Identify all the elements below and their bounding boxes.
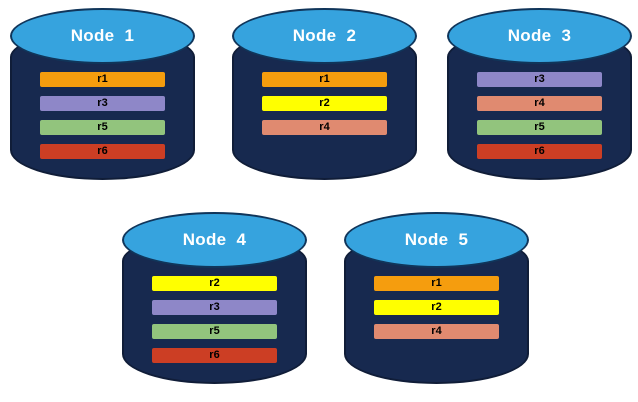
database-node-2[interactable]: Node 2 r1 r2 r4 (232, 8, 417, 190)
replica-bar[interactable]: r1 (40, 72, 165, 87)
replica-list: r1 r3 r5 r6 (10, 64, 195, 159)
replica-list: r2 r3 r5 r6 (122, 268, 307, 363)
replica-bar[interactable]: r5 (152, 324, 277, 339)
replica-bar[interactable]: r2 (152, 276, 277, 291)
cylinder-top-icon (232, 8, 417, 64)
replica-bar[interactable]: r6 (40, 144, 165, 159)
replica-bar[interactable]: r3 (40, 96, 165, 111)
node-label: Node 4 (182, 230, 247, 249)
replica-bar[interactable]: r6 (152, 348, 277, 363)
replica-bar[interactable]: r4 (262, 120, 387, 135)
cylinder-top-icon (344, 212, 529, 268)
replica-list: r1 r2 r4 (232, 64, 417, 135)
node-label: Node 1 (70, 26, 135, 45)
replica-bar[interactable]: r4 (374, 324, 499, 339)
replica-bar[interactable]: r4 (477, 96, 602, 111)
replica-bar[interactable]: r3 (152, 300, 277, 315)
database-node-3[interactable]: Node 3 r3 r4 r5 r6 (447, 8, 632, 190)
node-label: Node 3 (507, 26, 572, 45)
replica-bar[interactable]: r1 (262, 72, 387, 87)
database-node-1[interactable]: Node 1 r1 r3 r5 r6 (10, 8, 195, 190)
cylinder-top-icon (10, 8, 195, 64)
cylinder-top-icon (447, 8, 632, 64)
cylinder-top-icon (122, 212, 307, 268)
database-node-5[interactable]: Node 5 r1 r2 r4 (344, 212, 529, 394)
node-label: Node 2 (292, 26, 357, 45)
replica-list: r1 r2 r4 (344, 268, 529, 339)
replica-bar[interactable]: r5 (40, 120, 165, 135)
replica-bar[interactable]: r3 (477, 72, 602, 87)
replica-bar[interactable]: r2 (374, 300, 499, 315)
replica-bar[interactable]: r2 (262, 96, 387, 111)
replica-bar[interactable]: r6 (477, 144, 602, 159)
node-label: Node 5 (404, 230, 469, 249)
replica-list: r3 r4 r5 r6 (447, 64, 632, 159)
replica-bar[interactable]: r1 (374, 276, 499, 291)
database-node-4[interactable]: Node 4 r2 r3 r5 r6 (122, 212, 307, 394)
replica-bar[interactable]: r5 (477, 120, 602, 135)
